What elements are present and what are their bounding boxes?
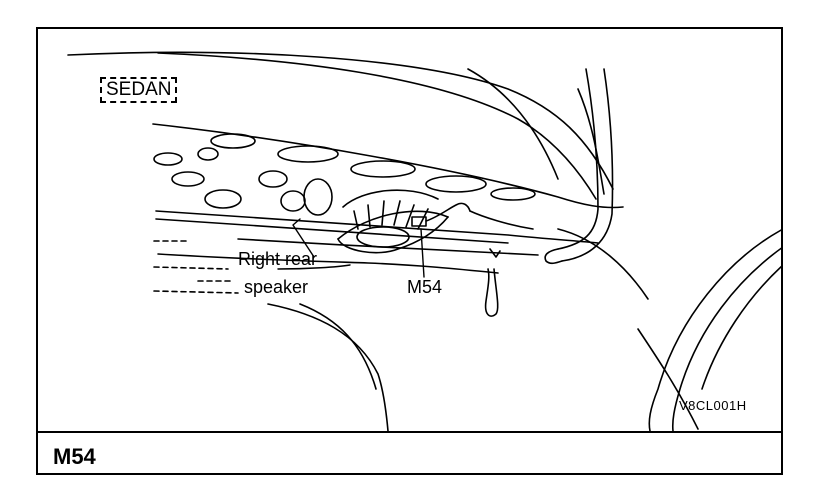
lid-hinge — [544, 68, 614, 265]
leader-lines — [277, 218, 425, 278]
quarter-panel — [157, 228, 781, 432]
callout-speaker: speaker — [244, 277, 309, 297]
diagram-frame: SEDAN Right rear speaker M54 V8CL001H M5… — [36, 27, 783, 475]
rear-parcel-shelf-illustration — [67, 51, 781, 432]
m54-connector-shape — [411, 202, 534, 230]
callout-right-rear: Right rear — [238, 249, 318, 269]
variant-tag-sedan: SEDAN — [100, 77, 178, 103]
hidden-lines — [153, 240, 239, 294]
shelf-openings — [153, 133, 536, 216]
figure-caption: M54 — [53, 444, 96, 469]
right-rear-speaker-shape — [337, 189, 449, 254]
caption-divider — [38, 431, 781, 433]
callout-m54-connector: M54 — [407, 277, 443, 297]
figure-reference-code: V8CL001H — [679, 398, 747, 413]
trunk-lid — [67, 51, 614, 200]
trim-clip — [484, 248, 501, 317]
